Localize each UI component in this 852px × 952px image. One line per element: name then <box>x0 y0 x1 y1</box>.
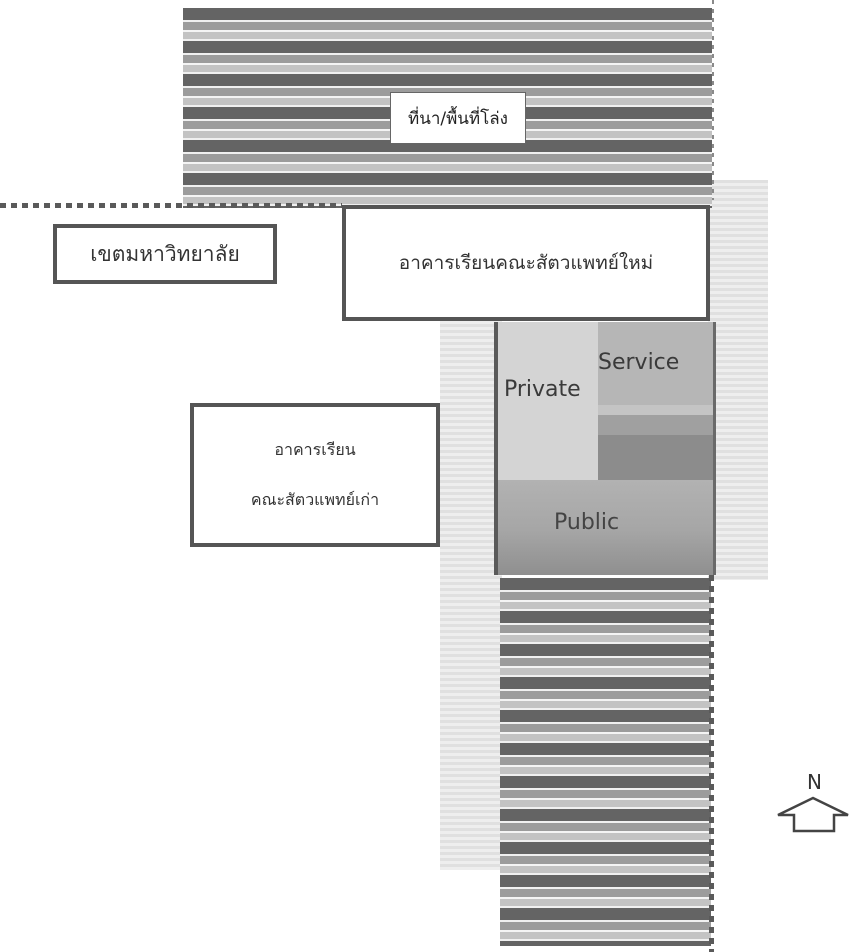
service-zone-lower <box>598 405 713 480</box>
top-field-label: ที่นา/พื้นที่โล่ง <box>390 92 526 144</box>
university-zone-label: เขตมหาวิทยาลัย <box>90 241 240 266</box>
north-label: N <box>807 770 822 794</box>
old-building-label-line1: อาคารเรียน <box>274 439 356 459</box>
service-label: Service <box>598 350 680 375</box>
zoning-block: Service Private Public <box>494 322 716 575</box>
private-zone <box>498 322 598 480</box>
east-boundary-line-bottom <box>709 575 714 952</box>
service-zone <box>598 322 713 405</box>
public-zone <box>498 480 713 575</box>
university-boundary-line <box>0 203 342 208</box>
east-boundary-line-top <box>712 0 714 200</box>
new-building-label: อาคารเรียนคณะสัตวแพทย์ใหม่ <box>398 252 654 274</box>
new-building-box: อาคารเรียนคณะสัตวแพทย์ใหม่ <box>342 205 710 321</box>
light-zone-left <box>440 318 502 870</box>
public-label: Public <box>554 510 620 535</box>
private-label: Private <box>504 377 581 402</box>
north-arrow-icon <box>777 796 849 833</box>
university-zone-box: เขตมหาวิทยาลัย <box>53 224 277 284</box>
old-building-box: อาคารเรียน คณะสัตวแพทย์เก่า <box>190 403 440 547</box>
old-building-label-line2: คณะสัตวแพทย์เก่า <box>250 489 380 509</box>
bottom-field <box>500 578 711 946</box>
light-zone-right <box>708 180 768 580</box>
